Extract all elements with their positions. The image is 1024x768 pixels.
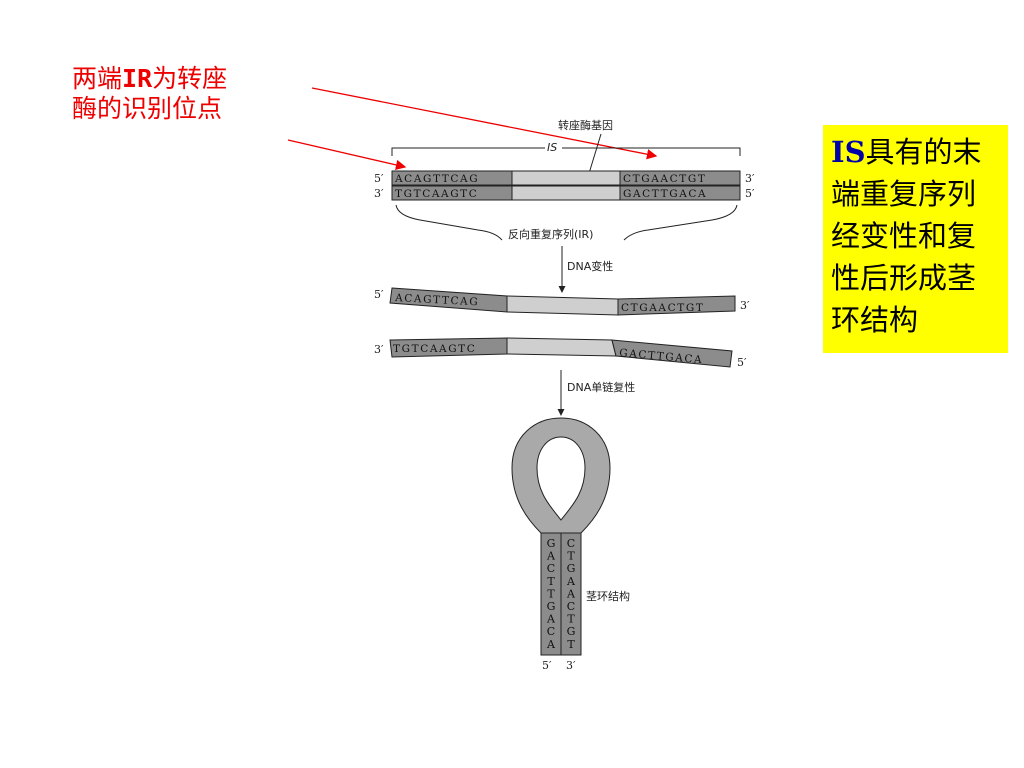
ir-recognition-note: 两端IR为转座 酶的识别位点 <box>72 64 312 124</box>
stem-base: A <box>546 638 556 651</box>
stem-base: T <box>547 587 555 600</box>
strand1-3prime: 3′ <box>740 299 750 312</box>
red-arrow-to-left-ir <box>287 139 407 171</box>
ir-note-text-line2: 酶的识别位点 <box>72 94 223 123</box>
stem-base: G <box>547 600 556 613</box>
stem-base: C <box>567 537 575 550</box>
left-bottom-seq: TGTCAAGTC <box>395 188 478 200</box>
bottom-right-5prime: 5′ <box>745 187 755 200</box>
top-left-5prime: 5′ <box>374 172 384 185</box>
stem-base: C <box>567 600 575 613</box>
ir-note-text-c: 为转座 <box>152 64 228 93</box>
strand1-5prime: 5′ <box>374 288 384 301</box>
ir-note-text-ir: IR <box>122 64 153 93</box>
ir-label: 反向重复序列(IR) <box>508 227 593 241</box>
strand1-right-seq: CTGAACTGT <box>621 302 704 314</box>
stem-base: T <box>567 638 575 651</box>
strand2-3prime: 3′ <box>374 343 384 356</box>
stem-base: G <box>567 562 576 575</box>
strand2-5prime: 5′ <box>737 356 747 369</box>
ir-brace <box>395 204 738 241</box>
loop-hole <box>536 436 586 521</box>
left-top-seq: ACAGTTCAG <box>394 173 479 185</box>
right-top-seq: CTGAACTGT <box>623 173 706 185</box>
top-right-3prime: 3′ <box>745 172 755 185</box>
stem-base: A <box>566 575 576 588</box>
strand2-right-ir <box>611 339 733 368</box>
middle-bottom-block <box>511 185 621 201</box>
is-note-prefix: IS <box>831 135 866 169</box>
stem-loop-label: 茎环结构 <box>586 589 630 603</box>
stem-right <box>560 532 582 656</box>
reanneal-label: DNA单链复性 <box>567 380 635 394</box>
ir-note-text-a: 两端 <box>72 64 123 93</box>
strand1-right-ir <box>617 295 736 316</box>
strand2-middle <box>506 337 617 357</box>
stem-5prime: 5′ <box>542 659 552 672</box>
stem-base: A <box>546 550 556 563</box>
stem-base: C <box>547 625 555 638</box>
stem-base: T <box>567 550 575 563</box>
stem-base: A <box>546 613 556 626</box>
stem-left-seq: GACTTGACA <box>546 537 556 651</box>
strand2-left-seq: TGTCAAGTC <box>393 343 476 355</box>
strand1-middle <box>506 295 619 316</box>
stem-base: T <box>547 575 555 588</box>
is-label: IS <box>547 141 557 154</box>
stem-base: A <box>566 587 576 600</box>
stem-base: G <box>547 537 556 550</box>
right-ir-bottom-block <box>619 185 741 201</box>
stem-right-seq: CTGAACTGT <box>566 537 576 651</box>
red-arrow-to-right-ir <box>311 87 658 160</box>
middle-top-block <box>511 170 621 186</box>
right-ir-top-block <box>619 170 741 186</box>
stem-base: C <box>547 562 555 575</box>
bottom-left-3prime: 3′ <box>374 187 384 200</box>
stem-3prime: 3′ <box>566 659 576 672</box>
stem-base: T <box>567 613 575 626</box>
stem-base: G <box>567 625 576 638</box>
transposase-gene-label: 转座酶基因 <box>558 118 613 132</box>
strand1-left-seq: ACAGTTCAG <box>394 292 480 308</box>
denature-label: DNA变性 <box>567 259 613 273</box>
is-stem-loop-note: IS具有的末端重复序列经变性和复性后形成茎环结构 <box>823 125 1008 353</box>
is-note-text: 具有的末端重复序列经变性和复性后形成茎环结构 <box>831 135 982 337</box>
right-bottom-seq: GACTTGACA <box>623 188 707 200</box>
is-bracket <box>391 147 741 156</box>
